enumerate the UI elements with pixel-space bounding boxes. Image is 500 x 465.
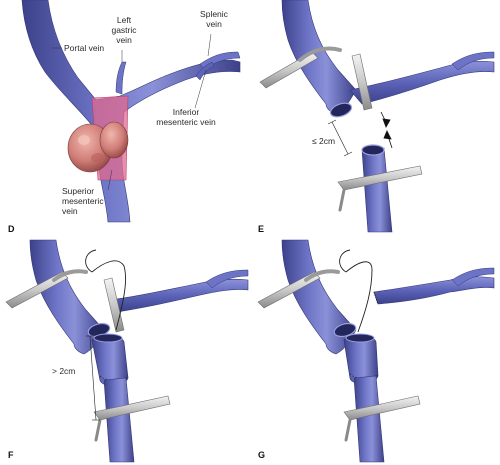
graft-top-opening	[93, 333, 123, 343]
smv-g	[353, 375, 385, 463]
label-inferior-mes-1: Inferior	[173, 107, 200, 117]
label-superior-mes-1: Superior	[62, 186, 94, 196]
upper-cut-end-e	[329, 102, 353, 118]
tumor	[67, 121, 129, 173]
panel-f: > 2cm F	[5, 239, 249, 463]
label-left-gastric-3: vein	[116, 35, 132, 45]
label-superior-mes-3: vein	[62, 206, 78, 216]
portal-vein-f	[29, 239, 105, 355]
clamp-upper-f	[5, 269, 88, 309]
clamp-lower-g	[343, 395, 421, 442]
label-splenic-1: Splenic	[200, 9, 229, 19]
panel-letter-d: D	[8, 224, 15, 234]
gap-label-f: > 2cm	[52, 366, 75, 376]
splenic-vein-e	[349, 60, 495, 105]
needle-suture-g	[339, 249, 373, 333]
gap-measure-e	[327, 119, 353, 157]
splenic-ligated-end	[373, 291, 379, 305]
leader-lines-d	[52, 33, 212, 191]
smv-f	[103, 377, 135, 463]
portal-vein	[21, 0, 241, 223]
panel-letter-g: G	[258, 450, 265, 460]
smv-stump-e	[361, 147, 393, 233]
label-inferior-mes-2: mesenteric vein	[156, 117, 216, 127]
panel-e: ≤ 2cm E	[258, 0, 495, 234]
label-left-gastric-2: gastric	[111, 25, 137, 35]
gap-label-e: ≤ 2cm	[312, 136, 335, 146]
left-gastric-vein	[115, 61, 127, 95]
panel-d: Portal vein Left gastric vein Splenic ve…	[8, 0, 241, 234]
approximation-arrows-e	[380, 111, 393, 149]
clamp-lower-f	[93, 395, 171, 442]
splenic-upper-branch-f	[205, 269, 249, 289]
upper-cut-end-g	[333, 322, 357, 338]
clamp-upper-e	[259, 46, 342, 89]
inferior-mesenteric-vein	[195, 61, 215, 81]
label-splenic-2: vein	[206, 19, 222, 29]
panel-letter-f: F	[8, 450, 14, 460]
splenic-upper-branch-e	[451, 51, 495, 71]
label-left-gastric-1: Left	[117, 15, 132, 25]
splenic-vein-divided-g	[373, 276, 495, 305]
clamp-lower-e	[337, 165, 423, 212]
portal-vein-stump-upper	[281, 0, 357, 115]
splenic-upper-branch-g	[451, 267, 495, 287]
needle-suture-f	[85, 249, 126, 331]
graft-top-opening-g	[345, 333, 375, 343]
lower-cut-end-e	[361, 144, 385, 156]
panel-g: G	[257, 239, 495, 463]
panel-letter-e: E	[258, 224, 264, 234]
splenic-vein-f	[109, 278, 249, 313]
portal-vein-g	[281, 239, 357, 355]
clamp-splenic-e	[351, 53, 373, 111]
gap-measure-f	[86, 335, 100, 421]
clamp-upper-g	[257, 269, 340, 309]
label-superior-mes-2: mesenteric	[62, 196, 104, 206]
label-portal-vein: Portal vein	[64, 43, 104, 53]
